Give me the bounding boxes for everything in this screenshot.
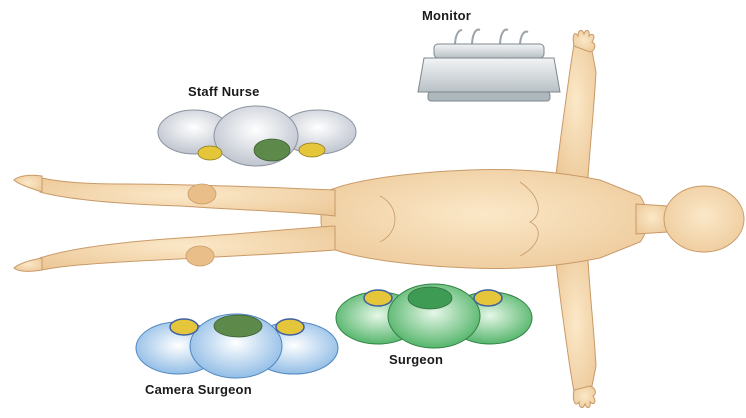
patient-head bbox=[664, 186, 744, 252]
surgeon-figure bbox=[336, 284, 532, 348]
patient-arm-upper bbox=[556, 38, 596, 178]
patient-hand-lower bbox=[573, 386, 595, 408]
monitor-body bbox=[418, 58, 560, 92]
monitor-label: Monitor bbox=[422, 8, 471, 23]
patient-figure bbox=[14, 30, 744, 407]
patient-knee-upper bbox=[188, 184, 216, 204]
surgeon-head bbox=[408, 287, 452, 309]
staff-nurse-figure bbox=[158, 106, 356, 166]
patient-neck bbox=[636, 204, 668, 234]
patient-leg-lower bbox=[40, 226, 335, 270]
patient-leg-upper bbox=[40, 178, 335, 216]
camera-surgeon-label: Camera Surgeon bbox=[145, 382, 252, 397]
patient-foot-upper bbox=[14, 175, 42, 192]
monitor-base bbox=[428, 92, 550, 101]
surgeon-shoulder-left bbox=[364, 290, 392, 306]
monitor-top bbox=[434, 44, 544, 58]
monitor-icon bbox=[418, 30, 560, 101]
staff-nurse-label: Staff Nurse bbox=[188, 84, 260, 99]
patient-foot-lower bbox=[14, 258, 42, 271]
camera-surgeon-figure bbox=[136, 314, 338, 378]
patient-knee-lower bbox=[186, 246, 214, 266]
camera-surgeon-shoulder-left bbox=[170, 319, 198, 335]
surgeon-label: Surgeon bbox=[389, 352, 443, 367]
staff-nurse-hand-left bbox=[198, 146, 222, 160]
patient-arm-lower bbox=[556, 260, 596, 398]
camera-surgeon-shoulder-right bbox=[276, 319, 304, 335]
camera-surgeon-head bbox=[214, 315, 262, 337]
surgeon-shoulder-right bbox=[474, 290, 502, 306]
staff-nurse-head bbox=[254, 139, 290, 161]
patient-torso bbox=[321, 169, 647, 268]
staff-nurse-hand-right bbox=[299, 143, 325, 157]
